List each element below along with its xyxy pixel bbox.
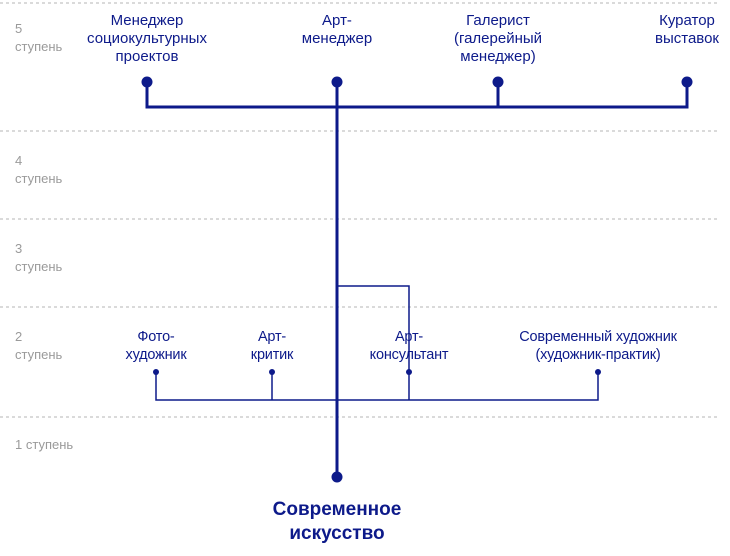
node-dot [492,76,504,88]
node-contemporary-artist: Современный художник(художник-практик) [519,329,677,363]
node-dot [141,76,153,88]
node-dot [153,369,159,375]
node-dot [406,369,412,375]
node-dot [681,76,693,88]
node-dot [595,369,601,375]
node-dot [269,369,275,375]
node-art-consultant: Арт-консультант [369,329,449,363]
level2-connector [155,372,599,401]
node-dot [331,76,343,88]
root-dot [331,471,343,483]
node-photo-artist: Фото-художник [125,329,187,363]
level-1-label: 1 ступень [15,437,74,452]
consultant-bracket [337,285,410,372]
node-art-critic: Арт-критик [250,329,294,363]
node-art-manager: Арт-менеджер [301,12,373,47]
level5-connector [145,82,689,109]
